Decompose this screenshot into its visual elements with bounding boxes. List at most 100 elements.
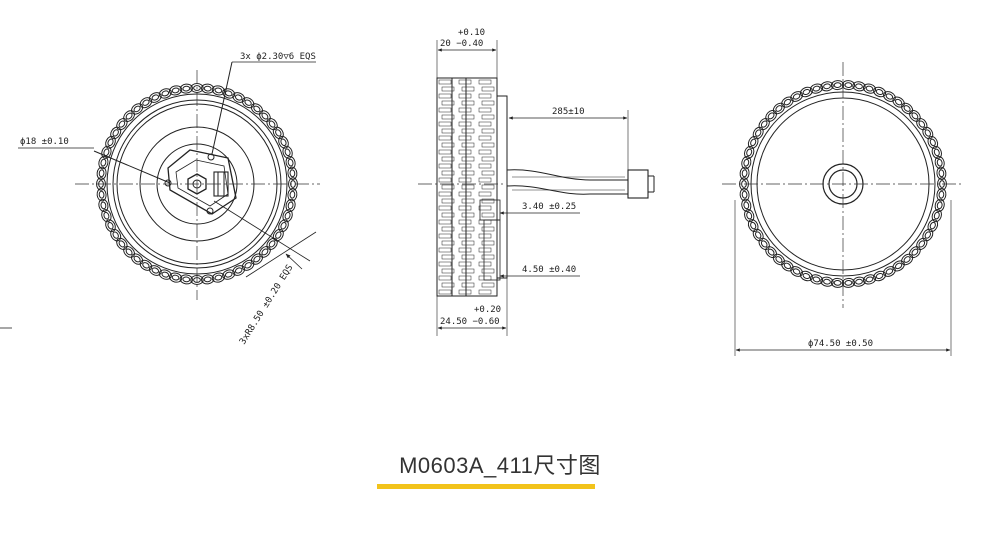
tread-lobe bbox=[232, 92, 246, 103]
tread-lobe-inner bbox=[767, 248, 775, 256]
side-tooth bbox=[441, 226, 455, 232]
tread-lobe bbox=[758, 237, 770, 251]
tread-lobe bbox=[841, 80, 856, 91]
tread-lobe bbox=[934, 198, 945, 212]
tread-lobe bbox=[287, 188, 298, 202]
tread-lobe bbox=[282, 209, 293, 223]
tread-lobe-inner bbox=[284, 211, 291, 220]
front-view bbox=[0, 61, 320, 329]
side-tooth bbox=[461, 212, 475, 218]
side-tooth bbox=[458, 79, 472, 85]
side-tooth bbox=[441, 184, 455, 190]
tread-lobe bbox=[211, 85, 226, 96]
tread-lobe bbox=[909, 246, 921, 259]
side-tooth bbox=[458, 261, 472, 267]
side-tooth bbox=[441, 268, 455, 274]
tread-lobe-inner bbox=[775, 105, 783, 112]
tread-lobe-inner bbox=[918, 240, 926, 248]
side-view bbox=[418, 40, 655, 336]
tread-lobe bbox=[781, 260, 794, 272]
tread-lobe bbox=[744, 209, 755, 223]
side-tooth bbox=[478, 79, 492, 85]
tread-lobe-inner bbox=[760, 120, 768, 128]
tread-lobe-inner bbox=[911, 248, 919, 256]
tread-lobe bbox=[931, 209, 942, 223]
tread-lobe-inner bbox=[894, 262, 903, 270]
tread-lobe-inner bbox=[865, 85, 874, 92]
side-tooth bbox=[481, 240, 495, 246]
side-tooth bbox=[481, 212, 495, 218]
tread-lobe bbox=[799, 270, 813, 282]
tread-lobe-inner bbox=[938, 190, 945, 199]
tread-lobe-inner bbox=[125, 248, 133, 256]
overall-dimension-label: 24.50 −0.60 bbox=[440, 317, 500, 327]
tread-lobe bbox=[285, 198, 296, 213]
tread-lobe-inner bbox=[133, 105, 141, 113]
tread-lobe-inner bbox=[750, 221, 757, 230]
side-tooth bbox=[441, 170, 455, 176]
side-tooth bbox=[461, 100, 475, 106]
tread-lobe bbox=[916, 117, 928, 131]
tread-lobe bbox=[201, 83, 215, 94]
side-tooth bbox=[438, 149, 452, 155]
tread-lobe bbox=[892, 96, 905, 108]
side-tooth bbox=[458, 219, 472, 225]
tread-lobe-inner bbox=[865, 276, 874, 283]
side-tooth bbox=[481, 114, 495, 120]
side-tooth bbox=[478, 107, 492, 113]
tread-lobe bbox=[98, 155, 109, 170]
tread-lobe-inner bbox=[280, 138, 287, 147]
tread-lobe bbox=[741, 198, 752, 212]
tread-lobe bbox=[873, 270, 887, 282]
tread-lobe-inner bbox=[933, 211, 940, 220]
tread-lobe bbox=[883, 266, 896, 277]
tread-lobe bbox=[110, 228, 122, 242]
tread-lobe bbox=[287, 166, 298, 180]
side-tooth bbox=[438, 233, 452, 239]
tread-lobe bbox=[272, 126, 284, 140]
tread-lobe-inner bbox=[161, 271, 170, 278]
tread-lobe bbox=[916, 237, 928, 251]
tread-lobe bbox=[179, 83, 193, 94]
tread-lobe-inner bbox=[755, 129, 762, 137]
side-tooth bbox=[461, 184, 475, 190]
tread-lobe-inner bbox=[746, 211, 753, 220]
tread-lobe bbox=[739, 188, 750, 202]
tread-lobe-inner bbox=[743, 201, 750, 210]
tread-lobe-inner bbox=[275, 129, 282, 137]
tread-lobe-inner bbox=[746, 148, 753, 157]
tread-lobe bbox=[131, 253, 144, 265]
side-tooth bbox=[478, 135, 492, 141]
tread-lobe bbox=[285, 155, 296, 170]
width-dimension-label: 20 −0.40 bbox=[440, 39, 483, 49]
tread-lobe bbox=[747, 219, 759, 233]
side-tooth bbox=[458, 275, 472, 281]
side-tooth bbox=[438, 247, 452, 253]
overall-tolerance-label: +0.20 bbox=[474, 305, 501, 315]
tread-lobe bbox=[258, 245, 271, 258]
tread-lobe bbox=[765, 246, 777, 259]
tread-lobe-inner bbox=[755, 231, 762, 239]
step2-dimension-label: 4.50 ±0.40 bbox=[522, 265, 576, 275]
tread-lobe-inner bbox=[875, 272, 884, 280]
side-tooth bbox=[438, 135, 452, 141]
side-tooth bbox=[478, 275, 492, 281]
tread-lobe-inner bbox=[125, 112, 133, 120]
tread-lobe bbox=[139, 97, 153, 109]
tread-lobe-inner bbox=[268, 240, 276, 248]
tread-lobe bbox=[148, 92, 162, 103]
side-tooth bbox=[461, 226, 475, 232]
side-tooth bbox=[458, 205, 472, 211]
tread-lobe-inner bbox=[833, 82, 842, 88]
step1-dimension-label: 3.40 ±0.25 bbox=[522, 202, 576, 212]
tread-lobe bbox=[116, 118, 128, 131]
tread-lobe-inner bbox=[783, 262, 792, 270]
tread-lobe-inner bbox=[855, 278, 863, 285]
side-tooth bbox=[441, 240, 455, 246]
side-tooth bbox=[461, 156, 475, 162]
tread-lobe bbox=[934, 156, 945, 170]
side-tooth bbox=[458, 135, 472, 141]
tread-lobe bbox=[744, 145, 755, 159]
tread-lobe-inner bbox=[107, 138, 114, 147]
